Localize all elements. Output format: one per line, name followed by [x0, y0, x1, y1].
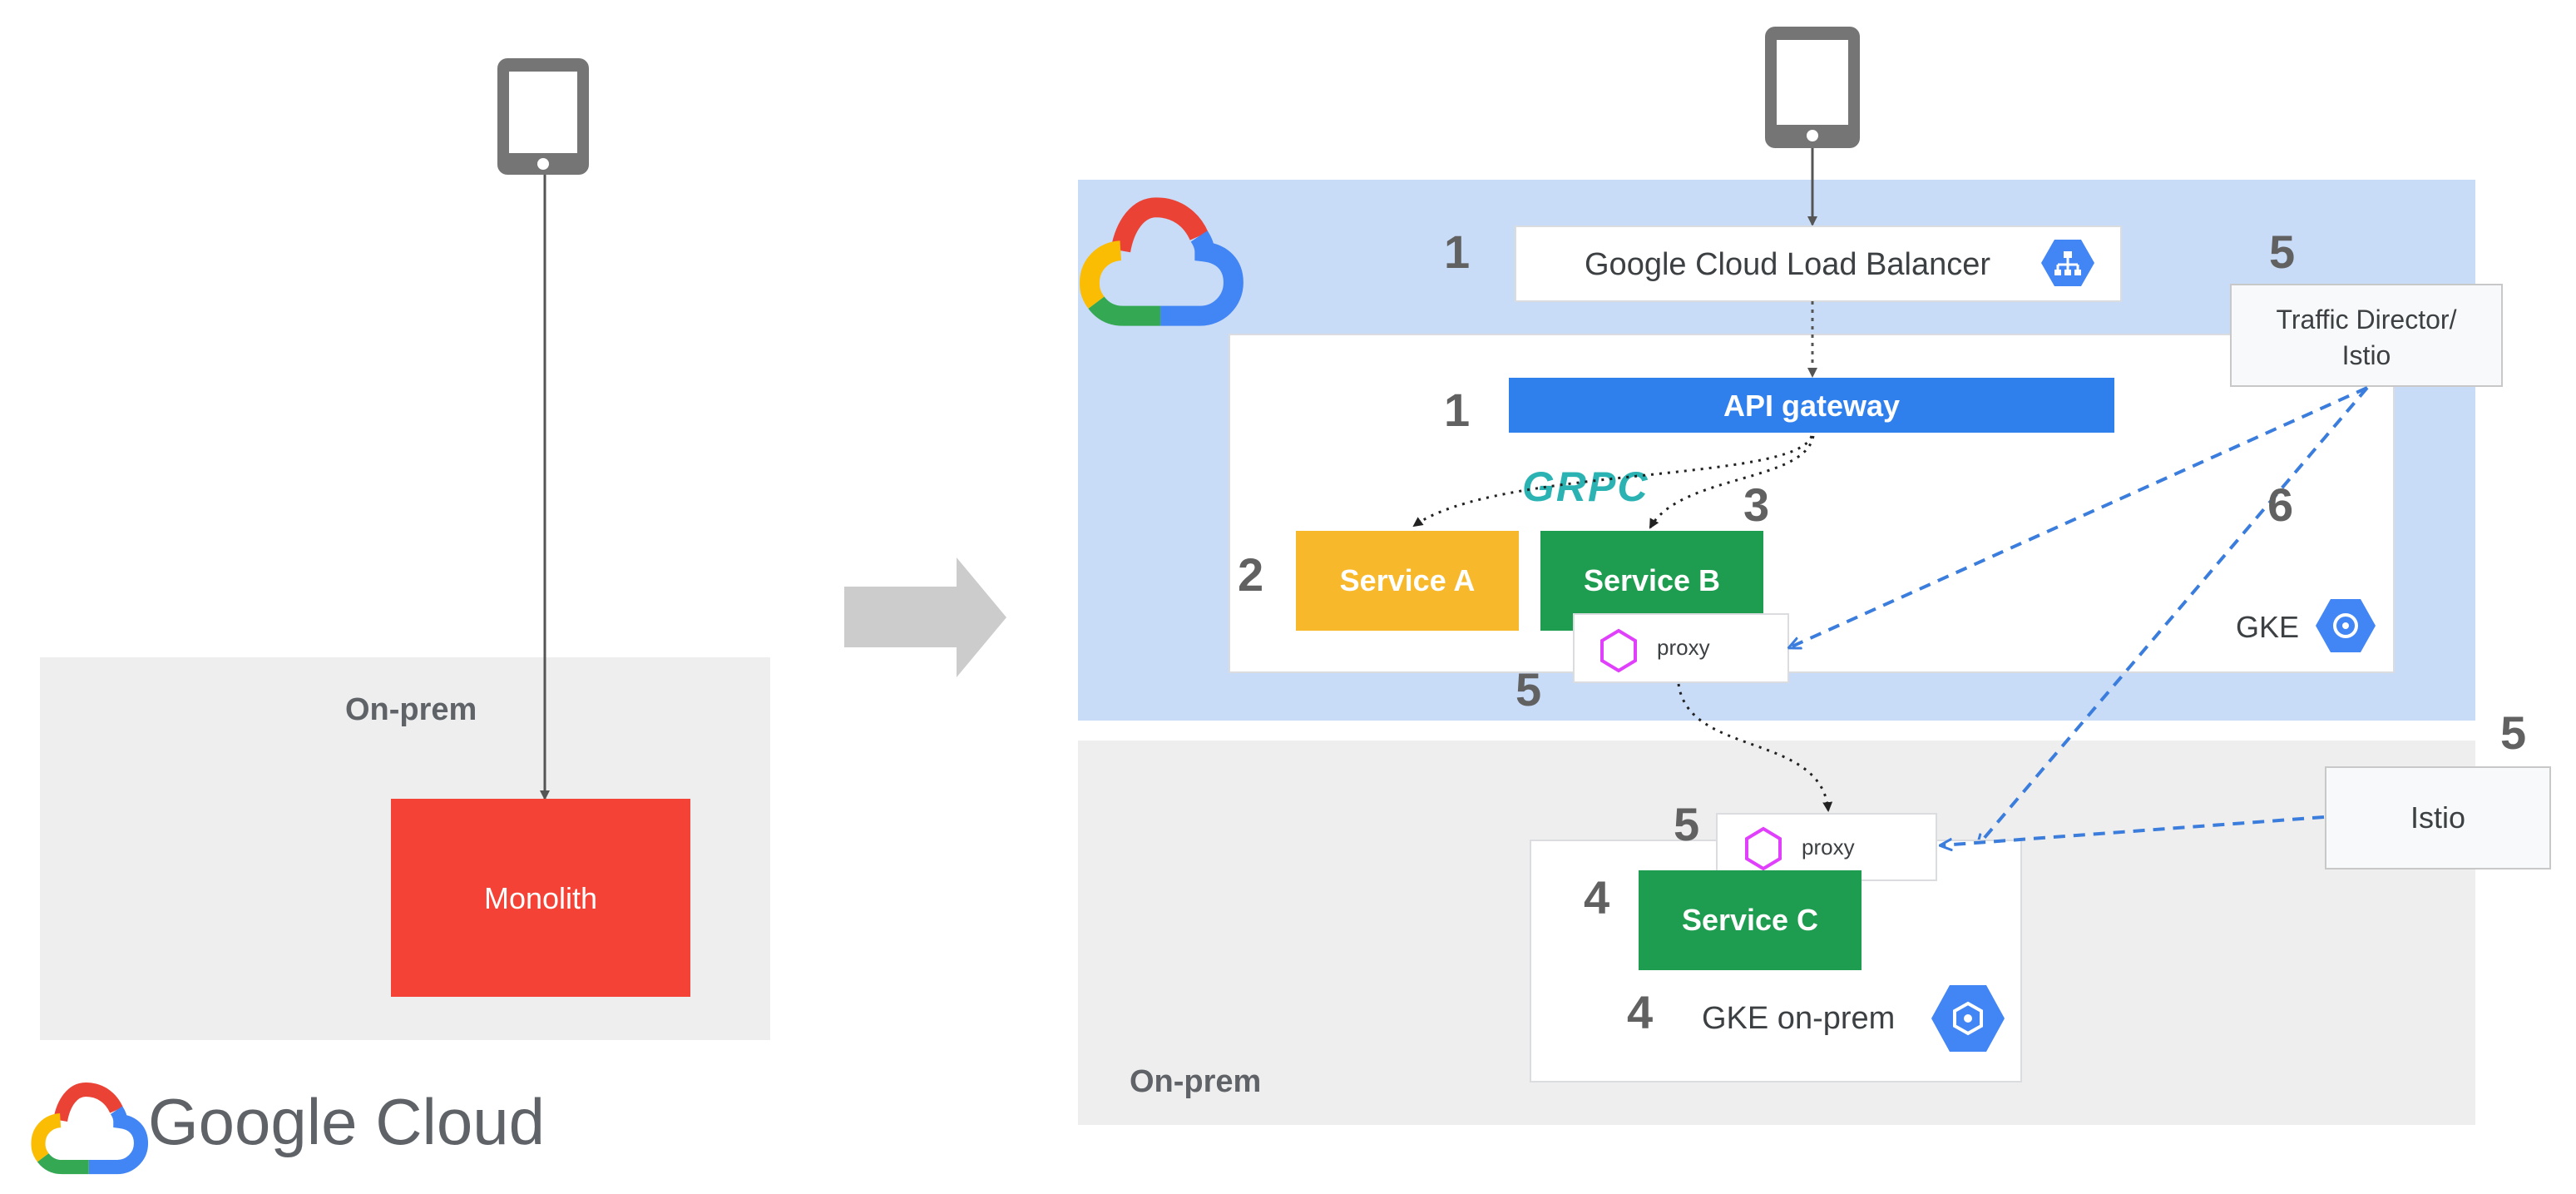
service-c-proxy-label: proxy — [1802, 835, 1855, 860]
service-b-proxy-hex-icon — [1600, 628, 1637, 673]
google-cloud-logo-icon — [31, 1082, 149, 1175]
step-number-proxy-b: 5 — [1515, 663, 1541, 716]
migration-arrow-icon — [844, 557, 1006, 677]
istio-to-proxy-c-link — [1941, 815, 2325, 845]
api-gateway-bar — [1509, 378, 2114, 433]
grpc-logo: GRPC — [1522, 463, 1649, 510]
load-balancer-icon — [2041, 240, 2094, 286]
step-number-grpc: 3 — [1743, 478, 1769, 531]
service-c-proxy-hex-icon — [1745, 826, 1782, 871]
monolith-label: Monolith — [484, 881, 597, 915]
step-number-load-balancer: 1 — [1444, 225, 1470, 278]
traffic-director-line1: Traffic Director/ — [2277, 305, 2457, 334]
step-number-istio-right: 5 — [2500, 706, 2526, 759]
api-gateway-label: API gateway — [1723, 389, 1900, 423]
traffic-director-to-proxy-b-link — [1790, 386, 2368, 647]
step-number-service-c: 4 — [1584, 871, 1609, 924]
left-phone-icon — [497, 58, 589, 175]
step-number-gke-top-right: 5 — [2269, 225, 2295, 278]
traffic-director-box — [2230, 284, 2503, 387]
monolith-box — [391, 799, 690, 997]
load-balancer-label: Google Cloud Load Balancer — [1585, 247, 1990, 282]
gke-icon — [2316, 599, 2376, 652]
step-number-gke-onprem: 4 — [1627, 986, 1653, 1038]
step-number-proxy-c: 5 — [1674, 798, 1699, 850]
service-b-label: Service B — [1584, 563, 1720, 597]
right-phone-icon — [1765, 27, 1860, 148]
traffic-director-line2: Istio — [2342, 340, 2391, 370]
load-balancer-box — [1515, 225, 2122, 302]
left-onprem-label: On-prem — [345, 692, 477, 727]
gateway-to-service-b-arrow — [1649, 435, 1815, 529]
service-b-proxy-label: proxy — [1657, 635, 1710, 660]
service-a-label: Service A — [1340, 563, 1476, 597]
step-number-gke-mid-right: 6 — [2267, 478, 2293, 531]
google-cloud-wordmark: Google Cloud — [148, 1085, 545, 1158]
istio-label: Istio — [2410, 800, 2465, 835]
cloud-region-logo-icon — [1080, 197, 1244, 326]
proxy-b-to-proxy-c-arrow — [1677, 683, 1833, 812]
gke-onprem-icon — [1931, 985, 2005, 1052]
step-number-services: 2 — [1238, 548, 1263, 601]
service-a-box — [1296, 531, 1519, 631]
traffic-director-to-proxy-c-link — [1978, 386, 2369, 845]
istio-box — [2325, 766, 2551, 869]
service-c-label: Service C — [1682, 903, 1818, 937]
gke-label: GKE — [2236, 610, 2299, 644]
gke-onprem-label: GKE on-prem — [1702, 1001, 1895, 1036]
step-number-api-gateway: 1 — [1444, 384, 1470, 436]
service-c-box — [1639, 870, 1862, 970]
onprem-region-label: On-prem — [1130, 1064, 1261, 1099]
